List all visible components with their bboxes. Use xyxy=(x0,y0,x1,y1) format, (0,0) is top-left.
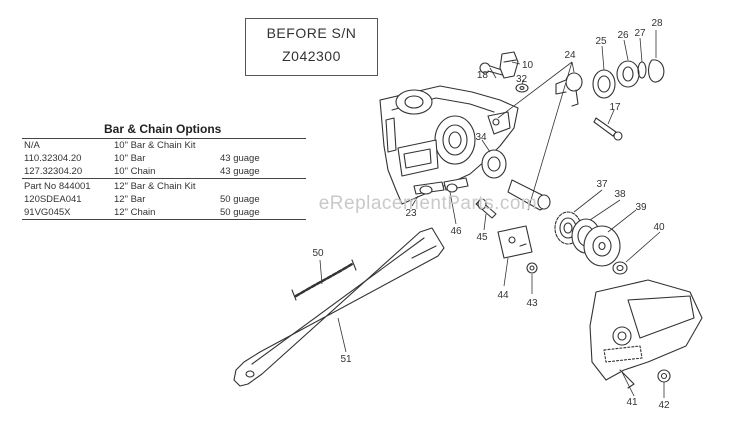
callout-37: 37 xyxy=(596,179,608,190)
options-row-4-gauge: 50 guage xyxy=(220,194,260,205)
part-17-screw xyxy=(593,117,623,141)
callout-10: 10 xyxy=(522,60,534,71)
part-40-nut xyxy=(612,261,628,275)
watermark-text: eReplacementParts.com xyxy=(319,193,538,214)
options-row-1-part: 110.32304.20 xyxy=(24,153,82,164)
options-row-2-part: 127.32304.20 xyxy=(24,166,83,177)
leader-lines xyxy=(319,30,665,398)
part-42-nut xyxy=(657,369,671,383)
options-row-1-gauge: 43 guage xyxy=(220,153,260,164)
callout-32: 32 xyxy=(516,74,528,85)
callout-18: 18 xyxy=(477,70,489,81)
callout-42: 42 xyxy=(658,400,670,411)
gear-housing xyxy=(379,85,519,205)
part-24-shaft xyxy=(555,72,583,107)
part-46-pin xyxy=(443,177,469,193)
options-table-title: Bar & Chain Options xyxy=(104,122,222,136)
options-row-0-part: N/A xyxy=(24,140,40,151)
serial-box-line2: Z042300 xyxy=(282,48,341,64)
serial-number-box: BEFORE S/N Z042300 xyxy=(245,18,378,76)
options-row-3-part: Part No 844001 xyxy=(24,181,91,192)
callout-38: 38 xyxy=(614,189,626,200)
options-row-4-part: 120SDEA041 xyxy=(24,194,82,205)
part-23-pin xyxy=(413,181,445,195)
part-27-ring xyxy=(637,61,647,79)
callout-28: 28 xyxy=(651,18,663,29)
callout-41: 41 xyxy=(626,397,638,408)
callout-43: 43 xyxy=(526,298,538,309)
part-43-nut xyxy=(526,262,538,274)
part-51-guide-bar xyxy=(233,227,445,387)
serial-box-line1: BEFORE S/N xyxy=(266,25,357,41)
part-28-circlip xyxy=(647,59,665,83)
part-44-plate xyxy=(497,225,533,259)
callout-27: 27 xyxy=(634,28,646,39)
options-row-5-part: 91VG045X xyxy=(24,207,71,218)
part-39-disc xyxy=(583,225,621,267)
callout-39: 39 xyxy=(635,202,647,213)
options-table: N/A 10" Bar & Chain Kit 110.32304.20 10"… xyxy=(22,138,306,220)
callout-45: 45 xyxy=(476,232,488,243)
options-row-5-gauge: 50 guage xyxy=(220,207,260,218)
callout-24: 24 xyxy=(564,50,576,61)
part-45-stud xyxy=(475,198,497,219)
part-10-fitting xyxy=(499,51,519,79)
part-32-washer xyxy=(515,83,529,93)
part-26-bearing xyxy=(616,60,640,88)
callout-26: 26 xyxy=(617,30,629,41)
drive-shaft xyxy=(507,179,551,211)
callout-17: 17 xyxy=(609,102,621,113)
callout-51: 51 xyxy=(340,354,352,365)
callout-44: 44 xyxy=(497,290,509,301)
options-row-2-gauge: 43 guage xyxy=(220,166,260,177)
callout-numbers: 18 10 32 24 25 26 27 28 17 34 37 38 39 4… xyxy=(312,18,670,411)
options-row-4-desc: 12" Bar xyxy=(114,194,146,205)
part-25-bearing xyxy=(592,69,616,99)
options-row-2-desc: 10" Chain xyxy=(114,166,156,177)
part-34-bearing xyxy=(481,149,507,179)
callout-40: 40 xyxy=(653,222,665,233)
callout-46: 46 xyxy=(450,226,462,237)
options-row-5-desc: 12" Chain xyxy=(114,207,156,218)
options-row-3-desc: 12" Bar & Chain Kit xyxy=(114,181,196,192)
part-50-chain xyxy=(291,259,357,301)
callout-23: 23 xyxy=(405,208,417,219)
options-row-1-desc: 10" Bar xyxy=(114,153,146,164)
callout-50: 50 xyxy=(312,248,324,259)
callout-25: 25 xyxy=(595,36,607,47)
part-41-cover xyxy=(589,279,703,389)
options-row-0-desc: 10" Bar & Chain Kit xyxy=(114,140,196,151)
callout-34: 34 xyxy=(475,132,487,143)
